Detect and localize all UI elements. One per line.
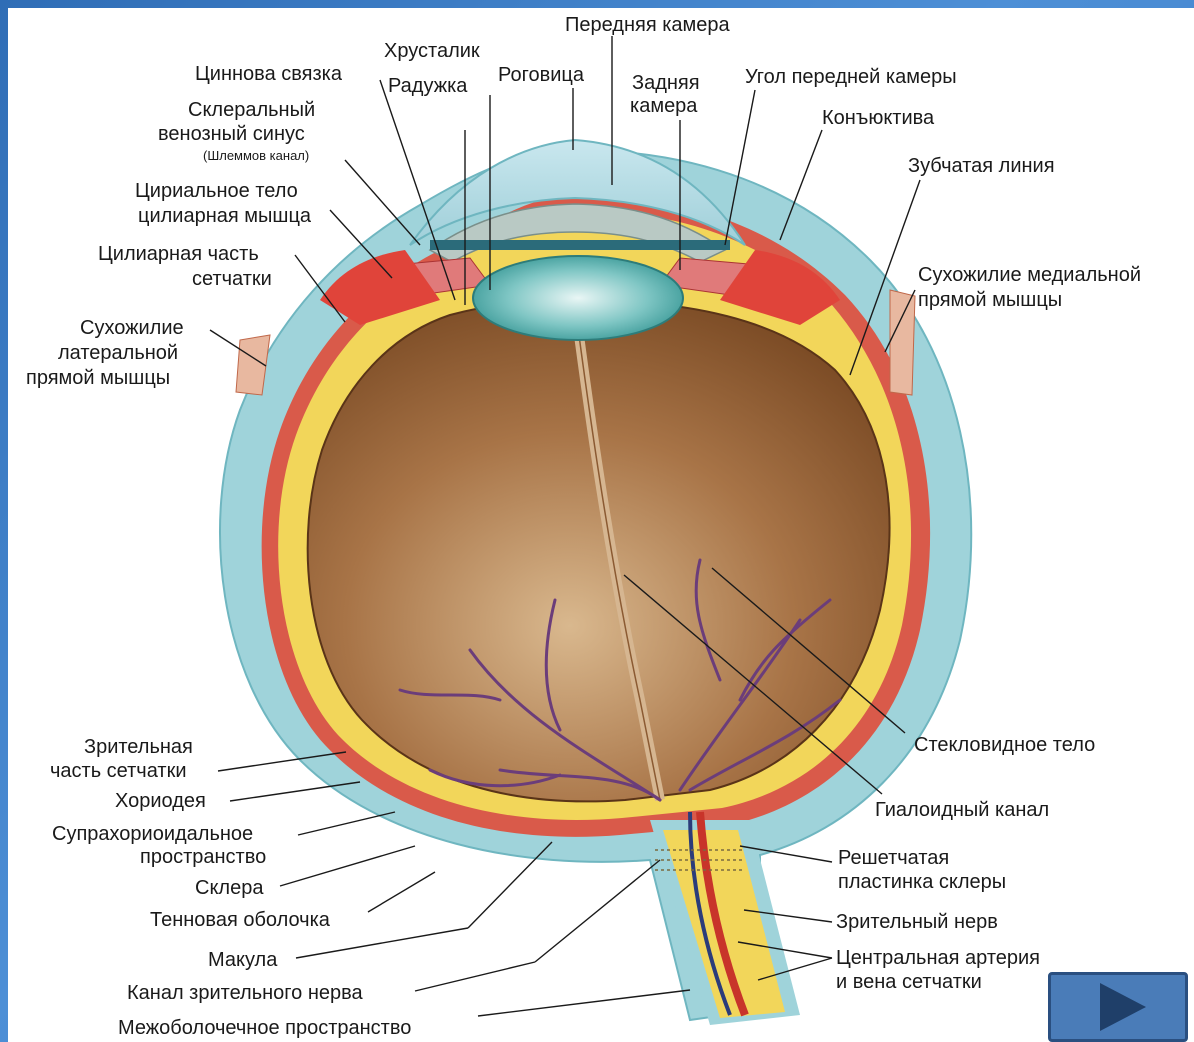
label-hyaloid-canal: Гиалоидный канал <box>875 799 1049 821</box>
label-lateral-tendon-1: Сухожилие <box>80 317 184 339</box>
label-posterior-chamber-2: камера <box>630 95 698 117</box>
label-tenon-capsule: Тенновая оболочка <box>150 909 331 931</box>
label-medial-tendon-1: Сухожилие медиальной <box>918 264 1141 286</box>
label-scleral-sinus-1: Склеральный <box>188 99 315 121</box>
label-anterior-chamber: Передняя камера <box>565 14 731 36</box>
label-optic-retina-2: часть сетчатки <box>50 760 186 782</box>
label-lens: Хрусталик <box>384 40 480 62</box>
label-central-artery-2: и вена сетчатки <box>836 971 982 993</box>
label-optic-canal: Канал зрительного нерва <box>127 982 364 1004</box>
label-cornea: Роговица <box>498 64 585 86</box>
label-scleral-sinus-2: венозный синус <box>158 123 305 145</box>
label-ciliary-body-2: цилиарная мышца <box>138 205 312 227</box>
label-intervaginal-space: Межоболочечное пространство <box>118 1017 411 1039</box>
label-lateral-tendon-2: латеральной <box>58 342 178 364</box>
label-sclera: Склера <box>195 877 264 899</box>
label-optic-nerve: Зрительный нерв <box>836 911 998 933</box>
label-ciliary-body-1: Цириальное тело <box>135 180 298 202</box>
label-schlemm-canal: (Шлеммов канал) <box>203 148 309 163</box>
label-suprachoroidal-2: пространство <box>140 846 266 868</box>
label-zinn-ligament: Циннова связка <box>195 63 343 85</box>
label-ciliary-retina-2: сетчатки <box>192 268 272 290</box>
label-macula: Макула <box>208 949 278 971</box>
label-ora-serrata: Зубчатая линия <box>908 155 1055 177</box>
label-medial-tendon-2: прямой мышцы <box>918 289 1062 311</box>
label-lateral-tendon-3: прямой мышцы <box>26 367 170 389</box>
label-central-artery-1: Центральная артерия <box>836 947 1040 969</box>
label-optic-retina-1: Зрительная <box>84 736 193 758</box>
label-angle-anterior-chamber: Угол передней камеры <box>745 66 957 88</box>
lens <box>473 256 683 340</box>
label-suprachoroidal-1: Супрахориоидальное <box>52 823 253 845</box>
label-lamina-cribrosa-2: пластинка склеры <box>838 871 1006 893</box>
label-posterior-chamber-1: Задняя <box>632 72 700 94</box>
label-choroid: Хориодея <box>115 790 206 812</box>
play-triangle-icon <box>1100 983 1146 1031</box>
next-slide-button[interactable] <box>1048 972 1188 1042</box>
label-iris: Радужка <box>388 75 468 97</box>
label-conjunctiva: Конъюктива <box>822 107 935 129</box>
label-lamina-cribrosa-1: Решетчатая <box>838 847 949 869</box>
label-ciliary-retina-1: Цилиарная часть <box>98 243 259 265</box>
label-vitreous-body: Стекловидное тело <box>914 734 1095 756</box>
